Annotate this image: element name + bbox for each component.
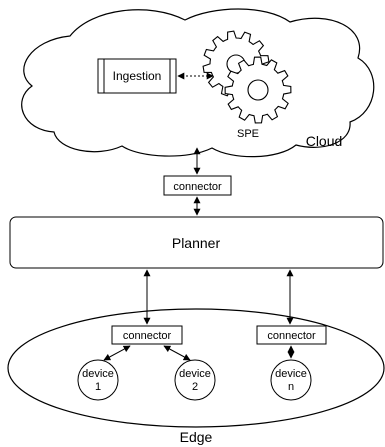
edge-connector-1-label: connector (123, 330, 172, 342)
gear-front-shape-hub (247, 79, 269, 101)
cloud-connector-box (163, 175, 232, 196)
device-2-circle (174, 359, 216, 401)
connector-device-2-arrow (163, 345, 191, 361)
connector-device-1-arrow (103, 345, 131, 361)
ingestion-box: Ingestion (97, 58, 177, 94)
cloud-shape (21, 8, 375, 158)
device-n-label-line2: n (288, 381, 294, 393)
spe-label: SPE (237, 128, 259, 140)
device-1-label-line2: 1 (95, 381, 101, 393)
device-2-label-line2: 2 (192, 381, 198, 393)
device-n-circle (270, 359, 312, 401)
planner-box (9, 216, 384, 269)
edge-connector-2-box (256, 325, 327, 345)
device-n-label-line1: device (275, 368, 307, 380)
edge-label: Edge (180, 429, 213, 445)
spe-gears-icon (202, 30, 292, 124)
ingestion-label: Ingestion (113, 69, 162, 83)
planner-label: Planner (172, 235, 221, 251)
edge-connector-1-box (111, 325, 183, 345)
device-2-label-line1: device (179, 368, 211, 380)
cloud-label: Cloud (306, 133, 343, 149)
cloud-connector-label: connector (173, 181, 222, 193)
edge-connector-2-label: connector (267, 330, 316, 342)
device-1-circle (77, 359, 119, 401)
device-1-label-line1: device (82, 368, 114, 380)
